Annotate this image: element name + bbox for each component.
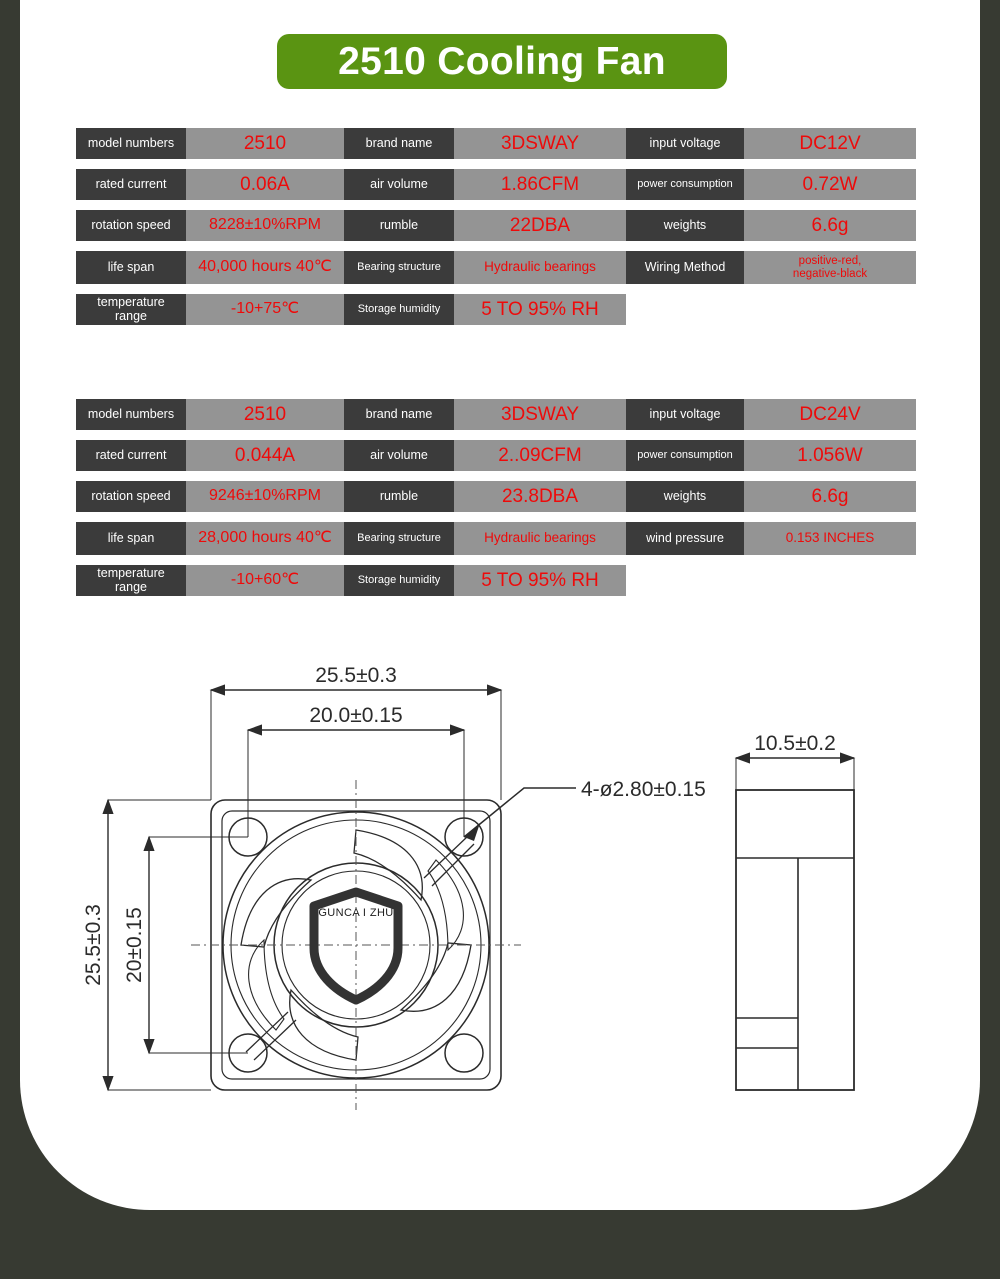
spec-value: 5 TO 95% RH bbox=[454, 565, 626, 596]
centre-crosshair bbox=[191, 780, 521, 1110]
dim-label-side-depth: 10.5±0.2 bbox=[754, 732, 836, 755]
spec-label: rumble bbox=[344, 210, 454, 241]
table-row: rated current 0.044A air volume 2..09CFM… bbox=[76, 440, 976, 471]
spec-label: rotation speed bbox=[76, 481, 186, 512]
spec-value: 3DSWAY bbox=[454, 128, 626, 159]
side-view-body bbox=[735, 789, 855, 1091]
spec-label: life span bbox=[76, 522, 186, 555]
spec-label: weights bbox=[626, 210, 744, 241]
spec-table-dc12v: model numbers 2510 brand name 3DSWAY inp… bbox=[76, 128, 976, 335]
table-row: model numbers 2510 brand name 3DSWAY inp… bbox=[76, 128, 976, 159]
technical-drawing: GUNCA I ZHU bbox=[76, 660, 976, 1130]
spec-label: model numbers bbox=[76, 128, 186, 159]
spec-label: life span bbox=[76, 251, 186, 284]
table-row: model numbers 2510 brand name 3DSWAY inp… bbox=[76, 399, 976, 430]
page-title-banner: 2510 Cooling Fan bbox=[277, 34, 727, 89]
spec-label: power consumption bbox=[626, 440, 744, 471]
dim-hole-spacing-height bbox=[143, 835, 248, 1055]
spec-value: -10+75℃ bbox=[186, 294, 344, 325]
table-row: life span 40,000 hours 40℃ Bearing struc… bbox=[76, 251, 976, 284]
spec-label: Bearing structure bbox=[344, 251, 454, 284]
spec-label: rumble bbox=[344, 481, 454, 512]
spec-value: 40,000 hours 40℃ bbox=[186, 251, 344, 284]
spec-value: 2510 bbox=[186, 399, 344, 430]
spec-value: 0.72W bbox=[744, 169, 916, 200]
spec-value: 0.06A bbox=[186, 169, 344, 200]
spec-value: DC24V bbox=[744, 399, 916, 430]
table-row: temperature range -10+75℃ Storage humidi… bbox=[76, 294, 976, 325]
dim-outer-width bbox=[209, 684, 503, 800]
spec-value: -10+60℃ bbox=[186, 565, 344, 596]
spec-value: 2510 bbox=[186, 128, 344, 159]
spec-label: air volume bbox=[344, 440, 454, 471]
spec-value: 23.8DBA bbox=[454, 481, 626, 512]
spec-label: rated current bbox=[76, 440, 186, 471]
page-card: 2510 Cooling Fan model numbers 2510 bran… bbox=[20, 0, 980, 1210]
spec-label: wind pressure bbox=[626, 522, 744, 555]
spec-value: 1.056W bbox=[744, 440, 916, 471]
spec-label: input voltage bbox=[626, 399, 744, 430]
hole-callout-leader bbox=[463, 787, 576, 841]
spec-value: 1.86CFM bbox=[454, 169, 626, 200]
dim-hole-spacing-width bbox=[246, 724, 466, 837]
fan-blades bbox=[240, 829, 472, 1061]
hub-shield-logo: GUNCA I ZHU bbox=[309, 887, 403, 1005]
spec-label: input voltage bbox=[626, 128, 744, 159]
spec-value: 5 TO 95% RH bbox=[454, 294, 626, 325]
dim-label-hole-spacing-height: 20±0.15 bbox=[123, 907, 146, 983]
fan-struts bbox=[245, 835, 475, 1061]
spec-label: brand name bbox=[344, 399, 454, 430]
spec-label: Wiring Method bbox=[626, 251, 744, 284]
table-row: life span 28,000 hours 40℃ Bearing struc… bbox=[76, 522, 976, 555]
spec-label: Storage humidity bbox=[344, 294, 454, 325]
dim-label-outer-width: 25.5±0.3 bbox=[315, 664, 397, 687]
spec-value: 22DBA bbox=[454, 210, 626, 241]
spec-label: temperature range bbox=[76, 294, 186, 325]
spec-value: positive-red, negative-black bbox=[744, 251, 916, 284]
spec-value: Hydraulic bearings bbox=[454, 522, 626, 555]
table-row: temperature range -10+60℃ Storage humidi… bbox=[76, 565, 976, 596]
spec-value: 6.6g bbox=[744, 210, 916, 241]
spec-value: DC12V bbox=[744, 128, 916, 159]
hub-logo-text: GUNCA I ZHU bbox=[318, 907, 393, 919]
spec-label: temperature range bbox=[76, 565, 186, 596]
spec-value: 2..09CFM bbox=[454, 440, 626, 471]
spec-table-dc24v: model numbers 2510 brand name 3DSWAY inp… bbox=[76, 399, 976, 606]
spec-label: air volume bbox=[344, 169, 454, 200]
spec-value: 28,000 hours 40℃ bbox=[186, 522, 344, 555]
spec-value: 9246±10%RPM bbox=[186, 481, 344, 512]
dim-label-hole-callout: 4-ø2.80±0.15 bbox=[581, 778, 706, 801]
dim-label-outer-height: 25.5±0.3 bbox=[82, 904, 105, 986]
spec-value: Hydraulic bearings bbox=[454, 251, 626, 284]
table-row: rotation speed 8228±10%RPM rumble 22DBA … bbox=[76, 210, 976, 241]
spec-value: 6.6g bbox=[744, 481, 916, 512]
table-row: rotation speed 9246±10%RPM rumble 23.8DB… bbox=[76, 481, 976, 512]
spec-value: 3DSWAY bbox=[454, 399, 626, 430]
spec-label: weights bbox=[626, 481, 744, 512]
dim-outer-height bbox=[102, 798, 211, 1092]
spec-value: 0.153 INCHES bbox=[744, 522, 916, 555]
spec-label: power consumption bbox=[626, 169, 744, 200]
spec-value: 0.044A bbox=[186, 440, 344, 471]
spec-label: Storage humidity bbox=[344, 565, 454, 596]
spec-label: rotation speed bbox=[76, 210, 186, 241]
page-title: 2510 Cooling Fan bbox=[338, 39, 666, 83]
dim-label-hole-spacing-width: 20.0±0.15 bbox=[309, 704, 402, 727]
spec-label: model numbers bbox=[76, 399, 186, 430]
table-row: rated current 0.06A air volume 1.86CFM p… bbox=[76, 169, 976, 200]
spec-value: 8228±10%RPM bbox=[186, 210, 344, 241]
spec-label: Bearing structure bbox=[344, 522, 454, 555]
dim-side-depth bbox=[734, 752, 856, 790]
spec-label: brand name bbox=[344, 128, 454, 159]
spec-label: rated current bbox=[76, 169, 186, 200]
